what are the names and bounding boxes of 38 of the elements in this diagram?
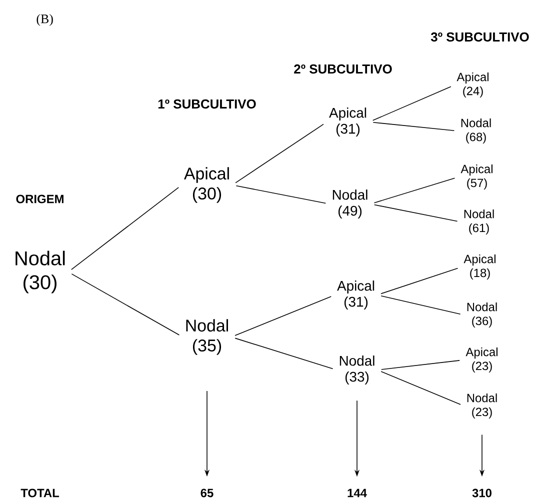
explant-label: Nodal (23) [467, 393, 497, 419]
branch-line [380, 371, 461, 405]
total-value: 310 [472, 488, 492, 498]
panel-label: (B) [36, 14, 53, 26]
column-heading: TOTAL [20, 488, 60, 498]
explant-label: Apical (31) [329, 108, 366, 136]
explant-label: Nodal (33) [340, 356, 374, 384]
branch-line [372, 122, 455, 131]
column-heading: 3º SUBCULTIVO [430, 32, 529, 42]
branch-line [234, 296, 332, 336]
branch-line [380, 360, 460, 370]
branch-line [374, 178, 456, 204]
column-heading: ORIGEM [16, 194, 64, 204]
explant-label: Nodal (61) [464, 209, 494, 235]
branch-line [372, 86, 452, 121]
column-heading: 2º SUBCULTIVO [294, 64, 392, 74]
column-heading: 1º SUBCULTIVO [158, 99, 256, 109]
explant-label: Apical (24) [456, 72, 488, 98]
branch-line [380, 268, 458, 294]
branch-line [234, 338, 334, 370]
branch-line [71, 274, 180, 336]
branch-line [236, 185, 326, 204]
branch-line [374, 204, 458, 222]
explant-label: Apical (30) [184, 167, 229, 203]
explant-label: Apical (23) [466, 347, 498, 373]
explant-label: Nodal (30) [16, 250, 65, 294]
explant-label: Nodal (68) [461, 118, 491, 144]
explant-label: Nodal (49) [332, 190, 368, 218]
total-value: 144 [348, 488, 367, 498]
branch-line [380, 295, 461, 314]
explant-label: Apical (18) [464, 254, 496, 280]
total-value: 65 [200, 488, 214, 498]
explant-label: Nodal (35) [186, 319, 228, 355]
branch-line [235, 124, 324, 184]
branch-line [71, 187, 179, 270]
explant-label: Apical (31) [337, 280, 374, 310]
explant-label: Nodal (36) [467, 302, 497, 328]
explant-label: Apical (57) [460, 164, 492, 190]
